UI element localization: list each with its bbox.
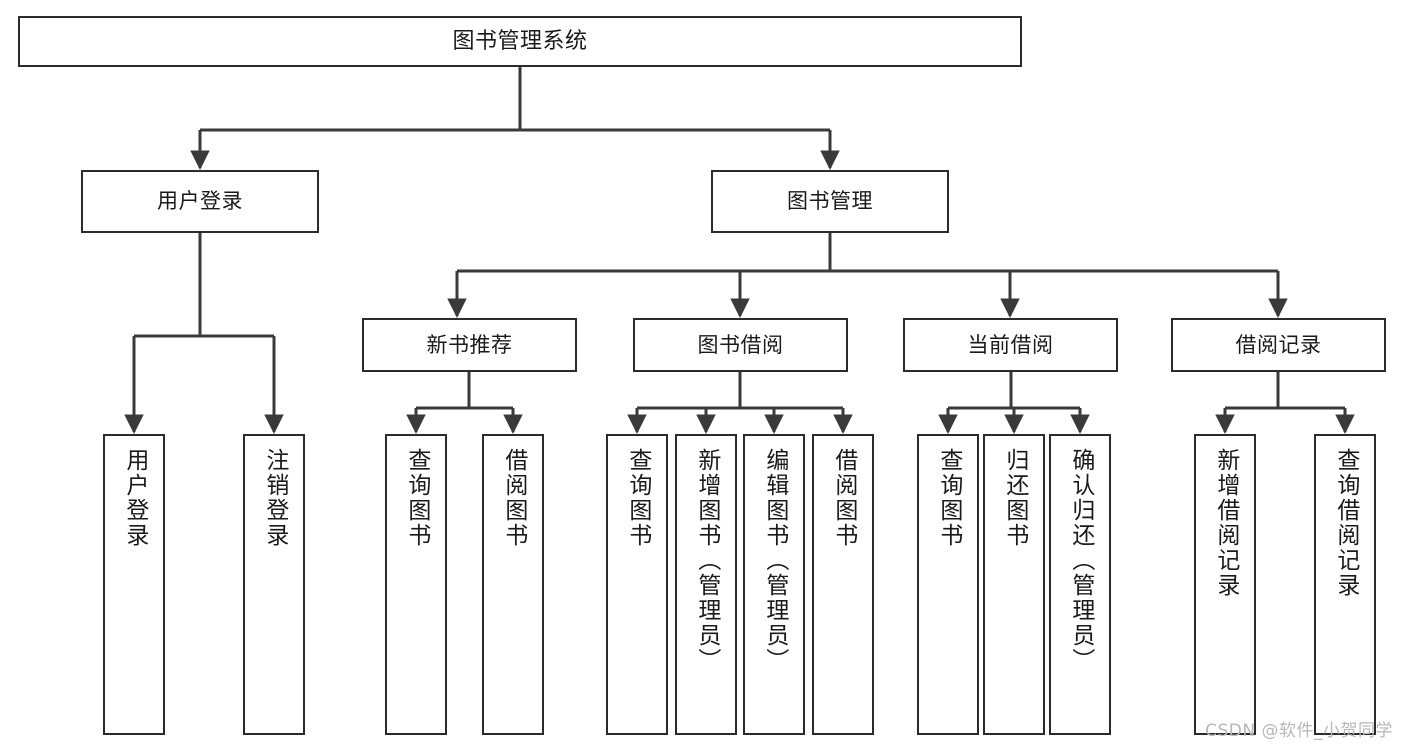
leaf-currentborrow-return-book[interactable]: 归还图书	[983, 434, 1045, 735]
node-label: 借阅记录	[1235, 332, 1322, 357]
node-current-borrow[interactable]: 当前借阅	[903, 318, 1118, 372]
node-label: 用户登录	[121, 448, 148, 548]
leaf-bookborrow-borrow-book[interactable]: 借阅图书	[812, 434, 874, 735]
node-label: 编辑图书（管理员）	[761, 448, 788, 673]
node-label: 新增图书（管理员）	[693, 448, 720, 673]
node-label: 查询图书	[935, 448, 962, 548]
leaf-user-login[interactable]: 用户登录	[103, 434, 165, 735]
leaf-borrowrecord-query-record[interactable]: 查询借阅记录	[1314, 434, 1376, 735]
node-user-login[interactable]: 用户登录	[81, 170, 319, 233]
node-label: 新增借阅记录	[1212, 448, 1239, 598]
leaf-borrowrecord-add-record[interactable]: 新增借阅记录	[1194, 434, 1256, 735]
leaf-logout[interactable]: 注销登录	[243, 434, 305, 735]
node-label: 归还图书	[1001, 448, 1028, 548]
node-borrow-record[interactable]: 借阅记录	[1171, 318, 1386, 372]
node-label: 图书借阅	[697, 332, 784, 357]
node-label: 图书管理	[787, 189, 873, 214]
leaf-bookborrow-edit-book-admin[interactable]: 编辑图书（管理员）	[743, 434, 805, 735]
node-new-book-recommend[interactable]: 新书推荐	[362, 318, 577, 372]
node-label: 当前借阅	[967, 332, 1054, 357]
node-label: 借阅图书	[830, 448, 857, 548]
node-label: 用户登录	[157, 189, 243, 214]
node-book-management[interactable]: 图书管理	[711, 170, 949, 233]
node-label: 确认归还（管理员）	[1067, 448, 1094, 673]
csdn-watermark: CSDN @软件_小贺同学	[1205, 721, 1393, 741]
node-label: 查询图书	[624, 448, 651, 548]
node-label: 借阅图书	[500, 448, 527, 548]
node-label: 新书推荐	[426, 332, 513, 357]
leaf-currentborrow-query-book[interactable]: 查询图书	[917, 434, 979, 735]
node-label: 注销登录	[261, 448, 288, 548]
leaf-newbook-borrow-book[interactable]: 借阅图书	[482, 434, 544, 735]
node-label: 查询图书	[403, 448, 430, 548]
leaf-bookborrow-add-book-admin[interactable]: 新增图书（管理员）	[675, 434, 737, 735]
node-book-borrow[interactable]: 图书借阅	[633, 318, 848, 372]
leaf-currentborrow-confirm-return-admin[interactable]: 确认归还（管理员）	[1049, 434, 1111, 735]
node-root-library-system[interactable]: 图书管理系统	[18, 16, 1022, 67]
leaf-newbook-query-book[interactable]: 查询图书	[385, 434, 447, 735]
leaf-bookborrow-query-book[interactable]: 查询图书	[606, 434, 668, 735]
node-label: 查询借阅记录	[1332, 448, 1359, 598]
node-label: 图书管理系统	[452, 28, 588, 54]
